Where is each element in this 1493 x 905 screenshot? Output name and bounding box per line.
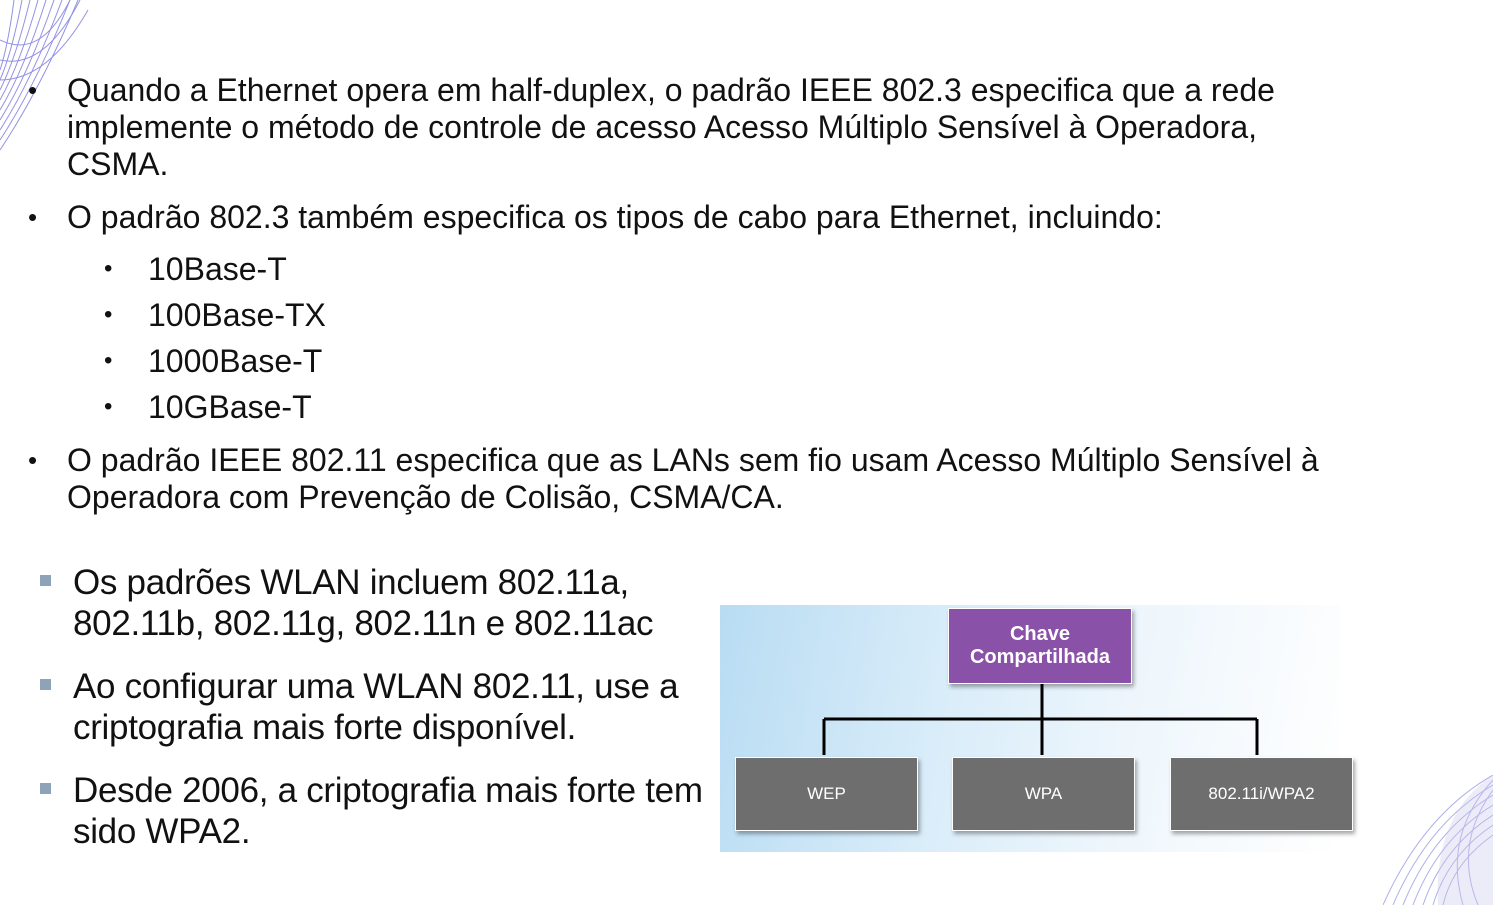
connector-lines: [822, 684, 1259, 755]
bullet-item-encryption: Ao configurar uma WLAN 802.11, use a cri…: [38, 666, 718, 748]
encryption-hierarchy-diagram: Chave Compartilhada WEP WPA 802.11i/WPA2: [720, 605, 1353, 852]
bullet-item-csma: • Quando a Ethernet opera em half-duplex…: [28, 72, 1328, 183]
bullet-item-csma-ca: • O padrão IEEE 802.11 especifica que as…: [28, 442, 1328, 516]
decorative-lines-top-left: [0, 0, 89, 150]
list-item: • 1000Base-T: [28, 338, 1328, 384]
bottom-bullet-list: Os padrões WLAN incluem 802.11a, 802.11b…: [38, 562, 718, 874]
cable-type-label: 1000Base-T: [148, 343, 323, 379]
bullet-text: Desde 2006, a criptografia mais forte te…: [73, 771, 703, 851]
bullet-dot: •: [104, 255, 113, 282]
list-item: • 10GBase-T: [28, 384, 1328, 430]
node-wpa: WPA: [952, 757, 1135, 831]
bullet-dot: •: [28, 202, 38, 232]
bullet-text: O padrão IEEE 802.11 especifica que as L…: [67, 442, 1319, 515]
decorative-lines-bottom-right: [1383, 775, 1493, 905]
cable-type-label: 10Base-T: [148, 251, 287, 287]
bullet-item-wpa2: Desde 2006, a criptografia mais forte te…: [38, 770, 718, 852]
bullet-text: O padrão 802.3 também especifica os tipo…: [67, 199, 1163, 235]
bullet-square: [40, 575, 51, 586]
bullet-square: [40, 783, 51, 794]
node-wep: WEP: [735, 757, 918, 831]
node-wpa2: 802.11i/WPA2: [1170, 757, 1353, 831]
cable-types-list: • 10Base-T • 100Base-TX • 1000Base-T • 10GBa…: [28, 246, 1328, 430]
list-item: • 100Base-TX: [28, 292, 1328, 338]
root-node-shared-key: Chave Compartilhada: [948, 608, 1132, 684]
bullet-dot: •: [28, 75, 38, 105]
bullet-dot: •: [28, 445, 38, 475]
cable-type-label: 100Base-TX: [148, 297, 326, 333]
bullet-text: Ao configurar uma WLAN 802.11, use a cri…: [73, 667, 679, 747]
cable-type-label: 10GBase-T: [148, 389, 312, 425]
bullet-dot: •: [104, 347, 113, 374]
bullet-text: Quando a Ethernet opera em half-duplex, …: [67, 72, 1275, 182]
top-bullet-list: • Quando a Ethernet opera em half-duplex…: [28, 72, 1328, 532]
bullet-item-wlan-standards: Os padrões WLAN incluem 802.11a, 802.11b…: [38, 562, 718, 644]
bullet-item-cable-types: • O padrão 802.3 também especifica os ti…: [28, 199, 1328, 236]
bullet-text: Os padrões WLAN incluem 802.11a, 802.11b…: [73, 563, 654, 643]
list-item: • 10Base-T: [28, 246, 1328, 292]
bullet-dot: •: [104, 301, 113, 328]
bullet-square: [40, 679, 51, 690]
bullet-dot: •: [104, 393, 113, 420]
